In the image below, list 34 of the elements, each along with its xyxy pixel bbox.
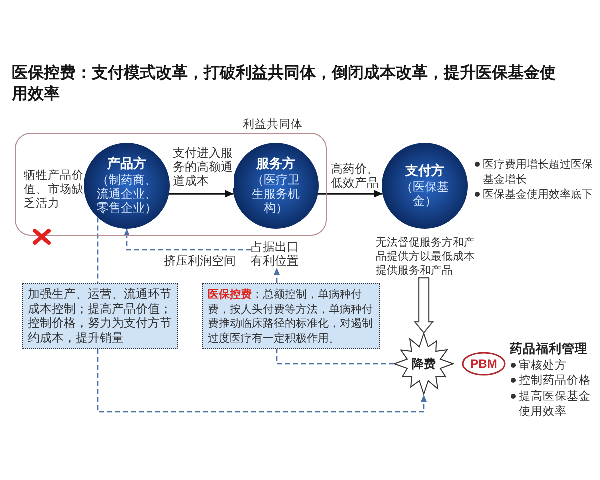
bullet-text: 审核处方 xyxy=(519,358,568,373)
note-box: 医保控费：总额控制，单病种付费，按人头付费等方法，单病种付费推动临床路径的标准化，对遏制过度医疗有一定积极作用。 xyxy=(202,283,380,349)
arrow xyxy=(318,190,383,198)
circle-text: （制药商、流通企业、零售企业） xyxy=(96,173,158,215)
edge-label: 高药价、低效产品 xyxy=(331,162,381,190)
note-text: 牺牲产品价值、市场缺乏活力 xyxy=(24,168,84,210)
circle-heading: 产品方 xyxy=(108,157,146,173)
note-box: 加强生产、运营、流通环节成本控制；提高产品价值；控制价格，努力为支付方节约成本，提升销量 xyxy=(22,283,178,349)
edge-label: 支付进入服务的高额通道成本 xyxy=(173,146,234,188)
block-arrow xyxy=(414,277,434,334)
party-circle xyxy=(233,143,319,229)
list-heading: 药品福利管理 xyxy=(510,341,589,358)
party-circle xyxy=(382,143,468,229)
party-circle xyxy=(84,143,170,229)
arrow xyxy=(169,190,234,198)
circle-text: （医保基金） xyxy=(400,180,450,208)
arrow xyxy=(97,349,427,413)
note-text: 无法督促服务方和产品提供方以最低成本提供服务和产品 xyxy=(376,236,478,278)
circle-heading: 服务方 xyxy=(256,157,296,173)
connector-line xyxy=(276,349,394,365)
bullet-text: 医疗费用增长超过医保基金增长 xyxy=(483,157,594,187)
bullet-text: 提高医保基金使用效率 xyxy=(519,388,592,420)
ellipse-badge: PBM xyxy=(462,352,506,376)
starburst: 降费 xyxy=(394,333,454,395)
circle-heading: 支付方 xyxy=(406,164,444,180)
connector-line xyxy=(97,218,99,283)
bullet-text: 控制药品价格 xyxy=(519,373,592,388)
bullet-text: 医保基金使用效率底下 xyxy=(483,187,594,202)
title: 医保控费：支付模式改革，打破利益共同体，倒闭成本改革，提升医保基金使用效率 xyxy=(12,62,557,104)
note-text: 占据出口有利位置 xyxy=(251,240,303,268)
arrow xyxy=(274,268,280,283)
group-label: 利益共同体 xyxy=(243,117,303,131)
arrow xyxy=(124,229,251,251)
circle-text: （医疗卫生服务机构） xyxy=(251,173,301,215)
